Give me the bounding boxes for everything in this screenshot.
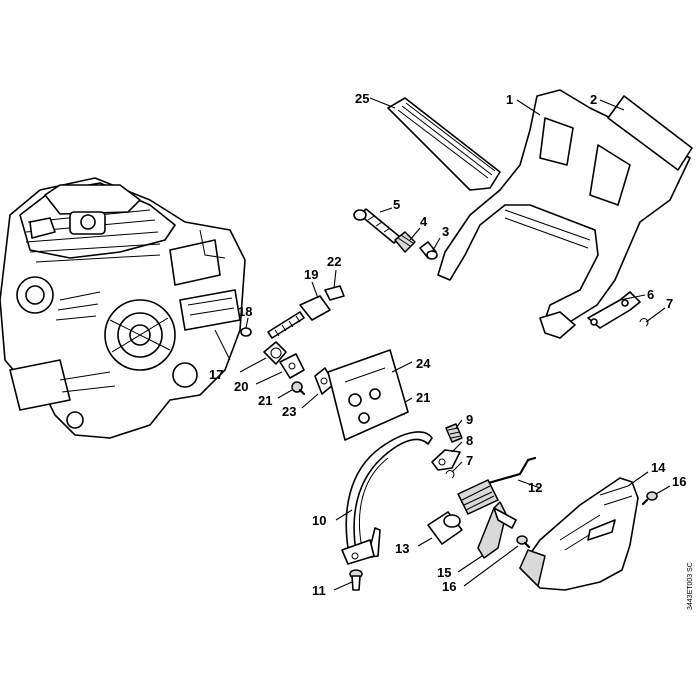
part-18-o-ring: [240, 317, 252, 337]
part-2-label: [599, 95, 693, 171]
label-13: 13: [395, 541, 409, 556]
part-8-lever: [431, 441, 463, 471]
label-3: 3: [442, 224, 449, 239]
part-9-spring: [445, 419, 463, 443]
part-20-bracket: [255, 353, 305, 385]
label-7a: 7: [666, 296, 673, 311]
label-8: 8: [466, 433, 473, 448]
part-number-labels: 25 1 2 5 4 3 6 7 19 22 18 17 20 24 21 23…: [209, 91, 686, 598]
label-10: 10: [312, 513, 326, 528]
label-25: 25: [355, 91, 369, 106]
label-6: 6: [647, 287, 654, 302]
parts-19-22-adjuster: [267, 269, 345, 339]
part-1-hand-guard: [437, 89, 691, 339]
part-11-screw: [333, 569, 363, 591]
label-12: 12: [528, 480, 542, 495]
part-21-screw-left: [277, 381, 306, 399]
part-14-sprocket-cover: [519, 471, 649, 591]
label-23: 23: [282, 404, 296, 419]
part-16-screw-lower: [463, 535, 531, 587]
label-16b: 16: [672, 474, 686, 489]
label-2: 2: [590, 92, 597, 107]
label-7b: 7: [466, 453, 473, 468]
label-19: 19: [304, 267, 318, 282]
label-15: 15: [437, 565, 451, 580]
label-18: 18: [238, 304, 252, 319]
label-22: 22: [327, 254, 341, 269]
part-24-cover-plate: [327, 349, 413, 441]
part-15-brake-lever: [457, 501, 517, 573]
coil-spring: [457, 479, 499, 515]
label-4: 4: [420, 214, 428, 229]
part-6-linkage: [587, 291, 646, 329]
label-21b: 21: [416, 390, 430, 405]
label-5: 5: [393, 197, 400, 212]
label-9: 9: [466, 412, 473, 427]
part-13-sleeve: [417, 511, 463, 547]
label-21a: 21: [258, 393, 272, 408]
part-7-clip-upper: [639, 307, 666, 327]
part-16-screw-right: [641, 485, 671, 506]
part-25-grip-pad: [369, 97, 501, 191]
part-7-clip-lower: [445, 461, 463, 479]
drawing-code: 3443ET003 SC: [687, 562, 694, 610]
part-10-brake-band: [335, 431, 433, 565]
label-1: 1: [506, 92, 513, 107]
label-20: 20: [234, 379, 248, 394]
label-14: 14: [651, 460, 666, 475]
label-17: 17: [209, 367, 223, 382]
label-11: 11: [312, 583, 326, 598]
parts-3-4-5-pivot-hardware: [353, 207, 441, 260]
label-16a: 16: [442, 579, 456, 594]
part-17-sprocket: [239, 341, 287, 373]
label-24: 24: [416, 356, 431, 371]
engine-assembly: [0, 177, 246, 439]
